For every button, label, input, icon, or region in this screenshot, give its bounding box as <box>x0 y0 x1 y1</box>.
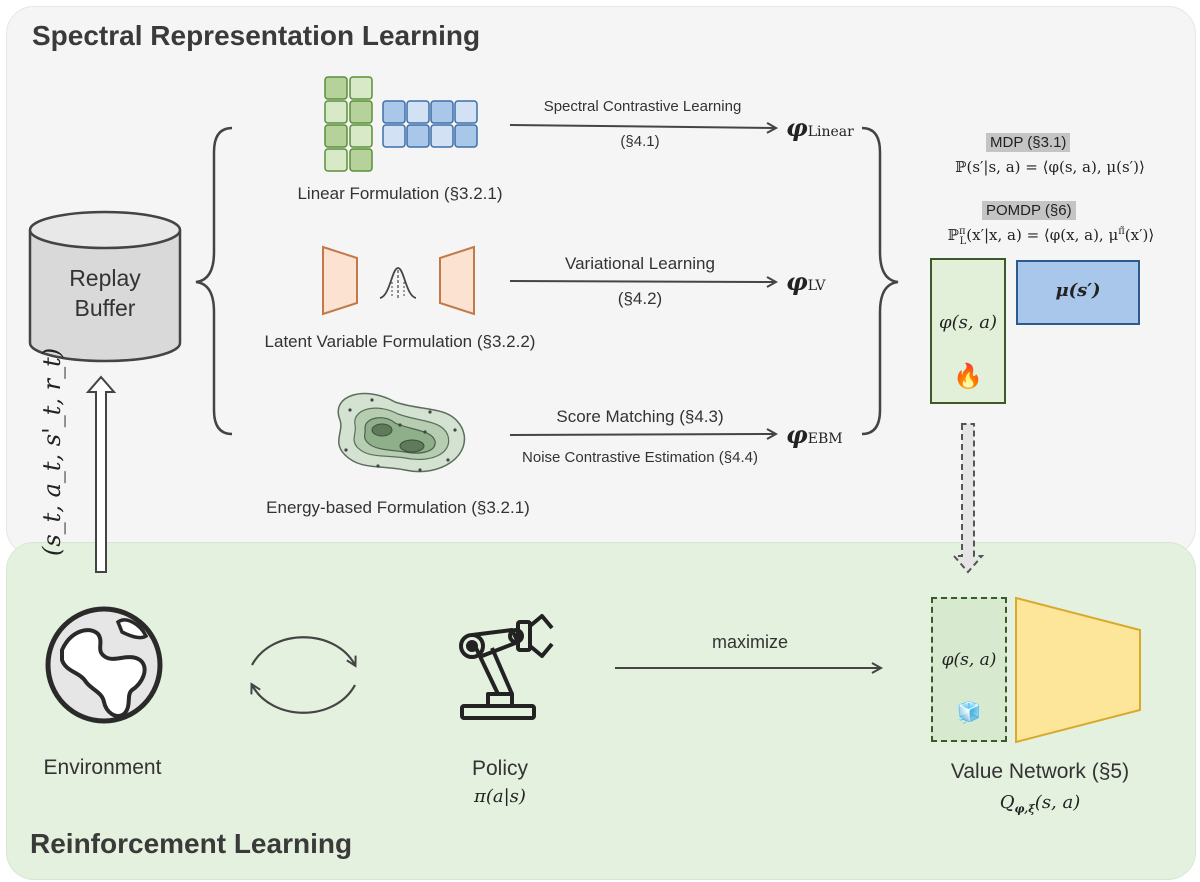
method-noise-contrastive: Noise Contrastive Estimation (§4.4) <box>522 449 758 466</box>
method-linear-section: (§4.1) <box>620 133 660 150</box>
phi-linear-symbol: φ <box>786 113 808 142</box>
phi-representation-box <box>930 258 1006 404</box>
mu-representation-box <box>1016 260 1140 325</box>
linear-matrix-icon <box>324 76 478 172</box>
phi-ebm-symbol: φ <box>786 420 808 449</box>
pomdp-eq-sub: L <box>959 236 967 247</box>
cycle-arrow-bottom <box>252 685 356 714</box>
replay-buffer-line2: Buffer <box>74 295 136 321</box>
environment-label: Environment <box>43 756 162 779</box>
section-title-rl: Reinforcement Learning <box>30 828 353 859</box>
frozen-phi-box <box>931 597 1007 742</box>
pomdp-eq-rest-a: (x′|x, a) = ⟨φ(x, a), μ <box>966 226 1119 244</box>
replay-buffer-line1: Replay <box>69 265 141 291</box>
latent-variable-icon <box>322 245 475 316</box>
arrow-lv <box>509 281 775 282</box>
upward-arrow <box>85 375 117 573</box>
replay-buffer-cylinder <box>28 210 182 363</box>
method-spectral-contrastive: Spectral Contrastive Learning <box>543 98 742 115</box>
energy-landscape-icon <box>337 392 466 473</box>
pomdp-eq-sup2: π̃ <box>1118 226 1125 237</box>
value-network-trapezoid <box>1015 596 1141 744</box>
label-linear-formulation: Linear Formulation (§3.2.1) <box>297 184 503 203</box>
pomdp-eq-sup: π <box>959 226 966 237</box>
fire-icon: 🔥 <box>953 363 983 390</box>
ice-icon: 🧊 <box>956 702 982 724</box>
policy-label: Policy <box>471 757 529 780</box>
q-symbol: Q <box>999 792 1015 813</box>
label-energy-based-formulation: Energy-based Formulation (§3.2.1) <box>266 498 530 517</box>
phi-linear-subscript: Linear <box>807 124 854 140</box>
arrow-linear <box>509 125 775 128</box>
q-args: (s, a) <box>1034 792 1081 813</box>
pomdp-eq-rest-b: (x′)⟩ <box>1124 226 1155 244</box>
phi-ebm-subscript: EBM <box>807 431 843 447</box>
output-phi-linear: φLinear <box>786 113 854 142</box>
q-subscript: φ,ξ <box>1014 802 1035 816</box>
frozen-phi-label: φ(s, a) <box>941 650 997 670</box>
phi-lv-subscript: LV <box>807 278 826 294</box>
method-score-matching: Score Matching (§4.3) <box>556 407 724 426</box>
mdp-equation: ℙ(s′|s, a) = ⟨φ(s, a), μ(s′)⟩ <box>955 158 1145 176</box>
pomdp-label: POMDP (§6) <box>982 201 1076 220</box>
right-brace <box>861 126 899 436</box>
mu-box-label: μ(s′) <box>1055 280 1101 301</box>
value-network-label: Value Network (§5) <box>950 760 1130 783</box>
phi-box-label: φ(s, a) <box>938 312 998 333</box>
pomdp-equation: ℙπL(x′|x, a) = ⟨φ(x, a), μπ̃(x′)⟩ <box>920 226 1182 247</box>
transition-tuple: (s_t, a_t, s'_t, r_t) <box>38 347 66 556</box>
robot-arm-icon <box>459 614 554 720</box>
globe-icon <box>45 606 163 724</box>
value-network-formula: Qφ,ξ(s, a) <box>960 792 1120 816</box>
output-phi-ebm: φEBM <box>786 420 843 449</box>
phi-lv-symbol: φ <box>786 267 808 296</box>
output-phi-lv: φLV <box>786 267 825 296</box>
pomdp-eq-p: ℙ <box>947 226 960 244</box>
section-title-spectral: Spectral Representation Learning <box>32 20 481 51</box>
policy-formula: π(a|s) <box>474 786 526 807</box>
maximize-label: maximize <box>711 632 788 652</box>
cycle-arrow-top <box>251 636 355 665</box>
left-brace <box>195 126 233 436</box>
label-latent-variable-formulation: Latent Variable Formulation (§3.2.2) <box>264 332 536 351</box>
mdp-label: MDP (§3.1) <box>986 133 1071 152</box>
arrow-ebm <box>509 434 775 435</box>
dashed-down-arrow <box>951 423 985 574</box>
method-variational-learning: Variational Learning <box>565 254 715 273</box>
method-lv-section: (§4.2) <box>617 289 663 308</box>
